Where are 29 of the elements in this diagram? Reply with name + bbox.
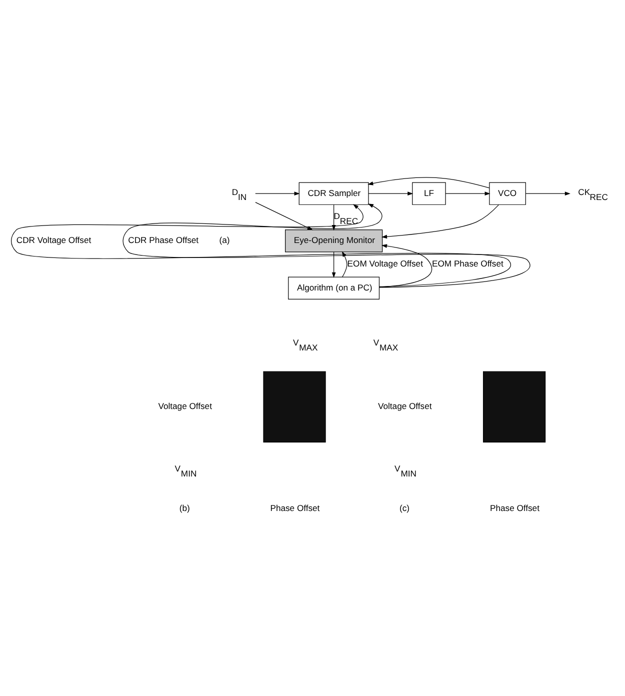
arrow: [379, 244, 432, 288]
edge-label: CDR Phase Offset: [128, 234, 199, 245]
label: (b): [179, 502, 190, 512]
node-box: VCO: [489, 182, 526, 204]
node-box: CDR Sampler: [298, 182, 369, 204]
node-box: Algorithm (on a PC): [288, 276, 380, 299]
label: (c): [399, 502, 410, 512]
label: Voltage Offset: [158, 400, 212, 411]
node-box: LF: [412, 182, 446, 204]
arrow: [10, 204, 511, 287]
arrow: [255, 191, 300, 195]
arrow: [368, 191, 414, 195]
label: Phase Offset: [490, 502, 540, 512]
node-box: [263, 370, 326, 442]
arrow: [342, 250, 348, 277]
arrow: [525, 191, 570, 195]
arrow: [445, 191, 490, 195]
edge-label: EOM Phase Offset: [432, 258, 504, 268]
label: (a): [219, 234, 230, 245]
label: Voltage Offset: [378, 400, 432, 411]
arrow: [381, 204, 500, 238]
arrow: [122, 203, 530, 288]
label: Phase Offset: [270, 502, 320, 512]
node-box: [482, 370, 546, 442]
arrow: [368, 176, 490, 188]
node-box: Eye-Opening Monitor: [285, 228, 383, 252]
edge-label: CDR Voltage Offset: [16, 234, 92, 245]
arrow: [332, 251, 336, 278]
edge-label: EOM Voltage Offset: [347, 258, 423, 268]
